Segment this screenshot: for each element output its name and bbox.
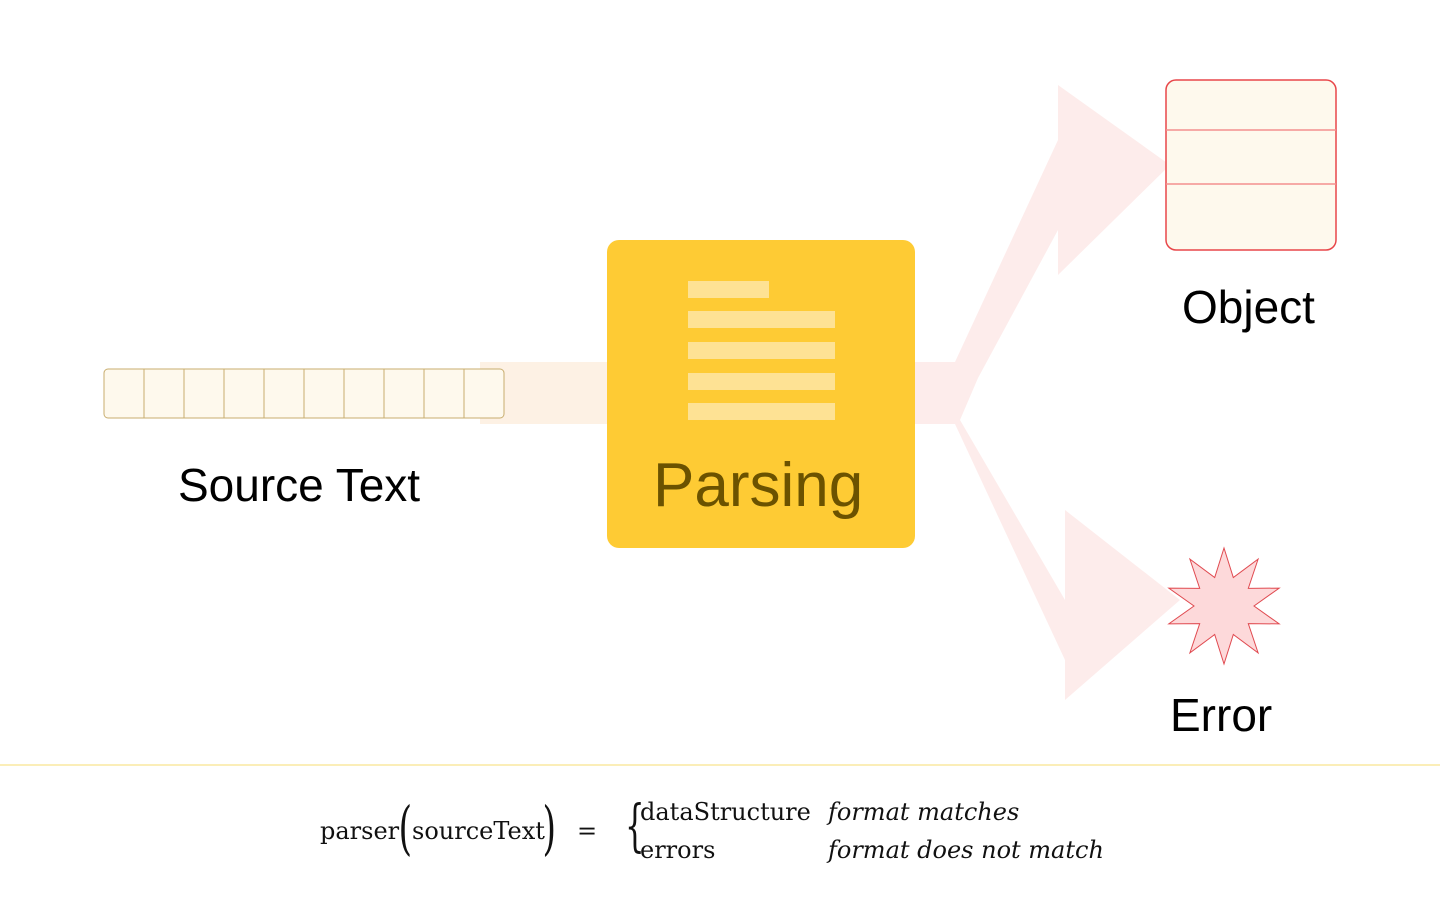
left-paren: ( [398,794,413,862]
object-label: Object [1182,281,1315,333]
source-text-label: Source Text [178,459,421,511]
parsing-label: Parsing [653,451,864,520]
formula-function: parser [320,817,400,845]
case-2-condition: format does not match [828,836,1104,864]
case-2-value: errors [640,836,716,864]
object-icon [1165,79,1337,251]
error-label: Error [1170,689,1273,741]
formula-argument: sourceText [412,817,545,845]
case-1-condition: format matches [828,798,1020,826]
error-star-icon [1167,546,1281,666]
arrow-branch-error [910,378,1180,700]
document-icon [688,281,835,420]
arrow-branch-object [910,85,1170,378]
parsing-box [607,240,915,548]
source-text-cells [103,368,505,419]
left-brace: { [625,794,645,859]
right-paren: ) [542,794,557,862]
formula-equals: = [577,817,598,845]
divider [0,764,1440,766]
case-1-value: dataStructure [640,798,811,826]
